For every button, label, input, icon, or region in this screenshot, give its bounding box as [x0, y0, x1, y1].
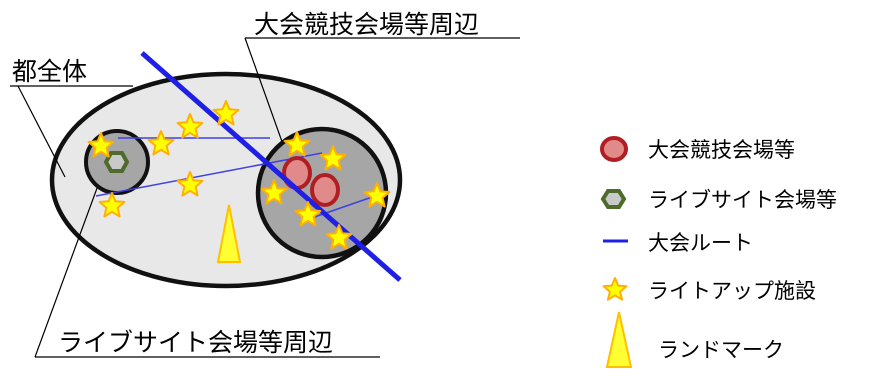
competition-route-line [140, 51, 402, 282]
star-icon [602, 277, 628, 301]
lightup-facilities [87, 100, 391, 250]
star-icon [319, 145, 347, 171]
star-icon [363, 182, 391, 208]
green-hexagon-icon [600, 189, 627, 209]
whole-city-leader-line [17, 85, 66, 178]
star-icon [87, 132, 115, 158]
star-icon [602, 277, 628, 301]
venue-area-leader-line [244, 37, 286, 151]
star-icon [147, 130, 175, 156]
landmark-icon [216, 204, 242, 263]
connector-line [95, 152, 323, 197]
live-site-area-label: ライブサイト会場等周辺 [58, 328, 333, 357]
legend-label-live-site: ライブサイト会場等 [648, 188, 837, 212]
legend-label-route: 大会ルート [648, 231, 753, 255]
star-icon [212, 100, 240, 126]
red-circle-icon [600, 136, 628, 162]
legend: 大会競技会場等 ライブサイト会場等 大会ルート ライトアップ施設 ランドマーク [600, 136, 837, 368]
live-site-area-leader-line [34, 179, 101, 358]
live-site-icon [103, 151, 130, 173]
whole-city-label: 都全体 [12, 57, 87, 86]
legend-label-landmark: ランドマーク [658, 338, 784, 362]
legend-label-venue: 大会競技会場等 [648, 138, 795, 162]
venue-area-label: 大会競技会場等周辺 [254, 10, 479, 39]
star-icon [98, 192, 126, 218]
venue-icon [310, 173, 340, 207]
star-icon [260, 179, 288, 205]
legend-label-lightup: ライトアップ施設 [648, 279, 816, 303]
star-icon [325, 224, 353, 250]
star-icon [283, 131, 311, 157]
yellow-cone-icon [605, 311, 633, 368]
star-icon [176, 171, 204, 197]
star-icon [294, 201, 322, 227]
star-icon [176, 113, 204, 139]
